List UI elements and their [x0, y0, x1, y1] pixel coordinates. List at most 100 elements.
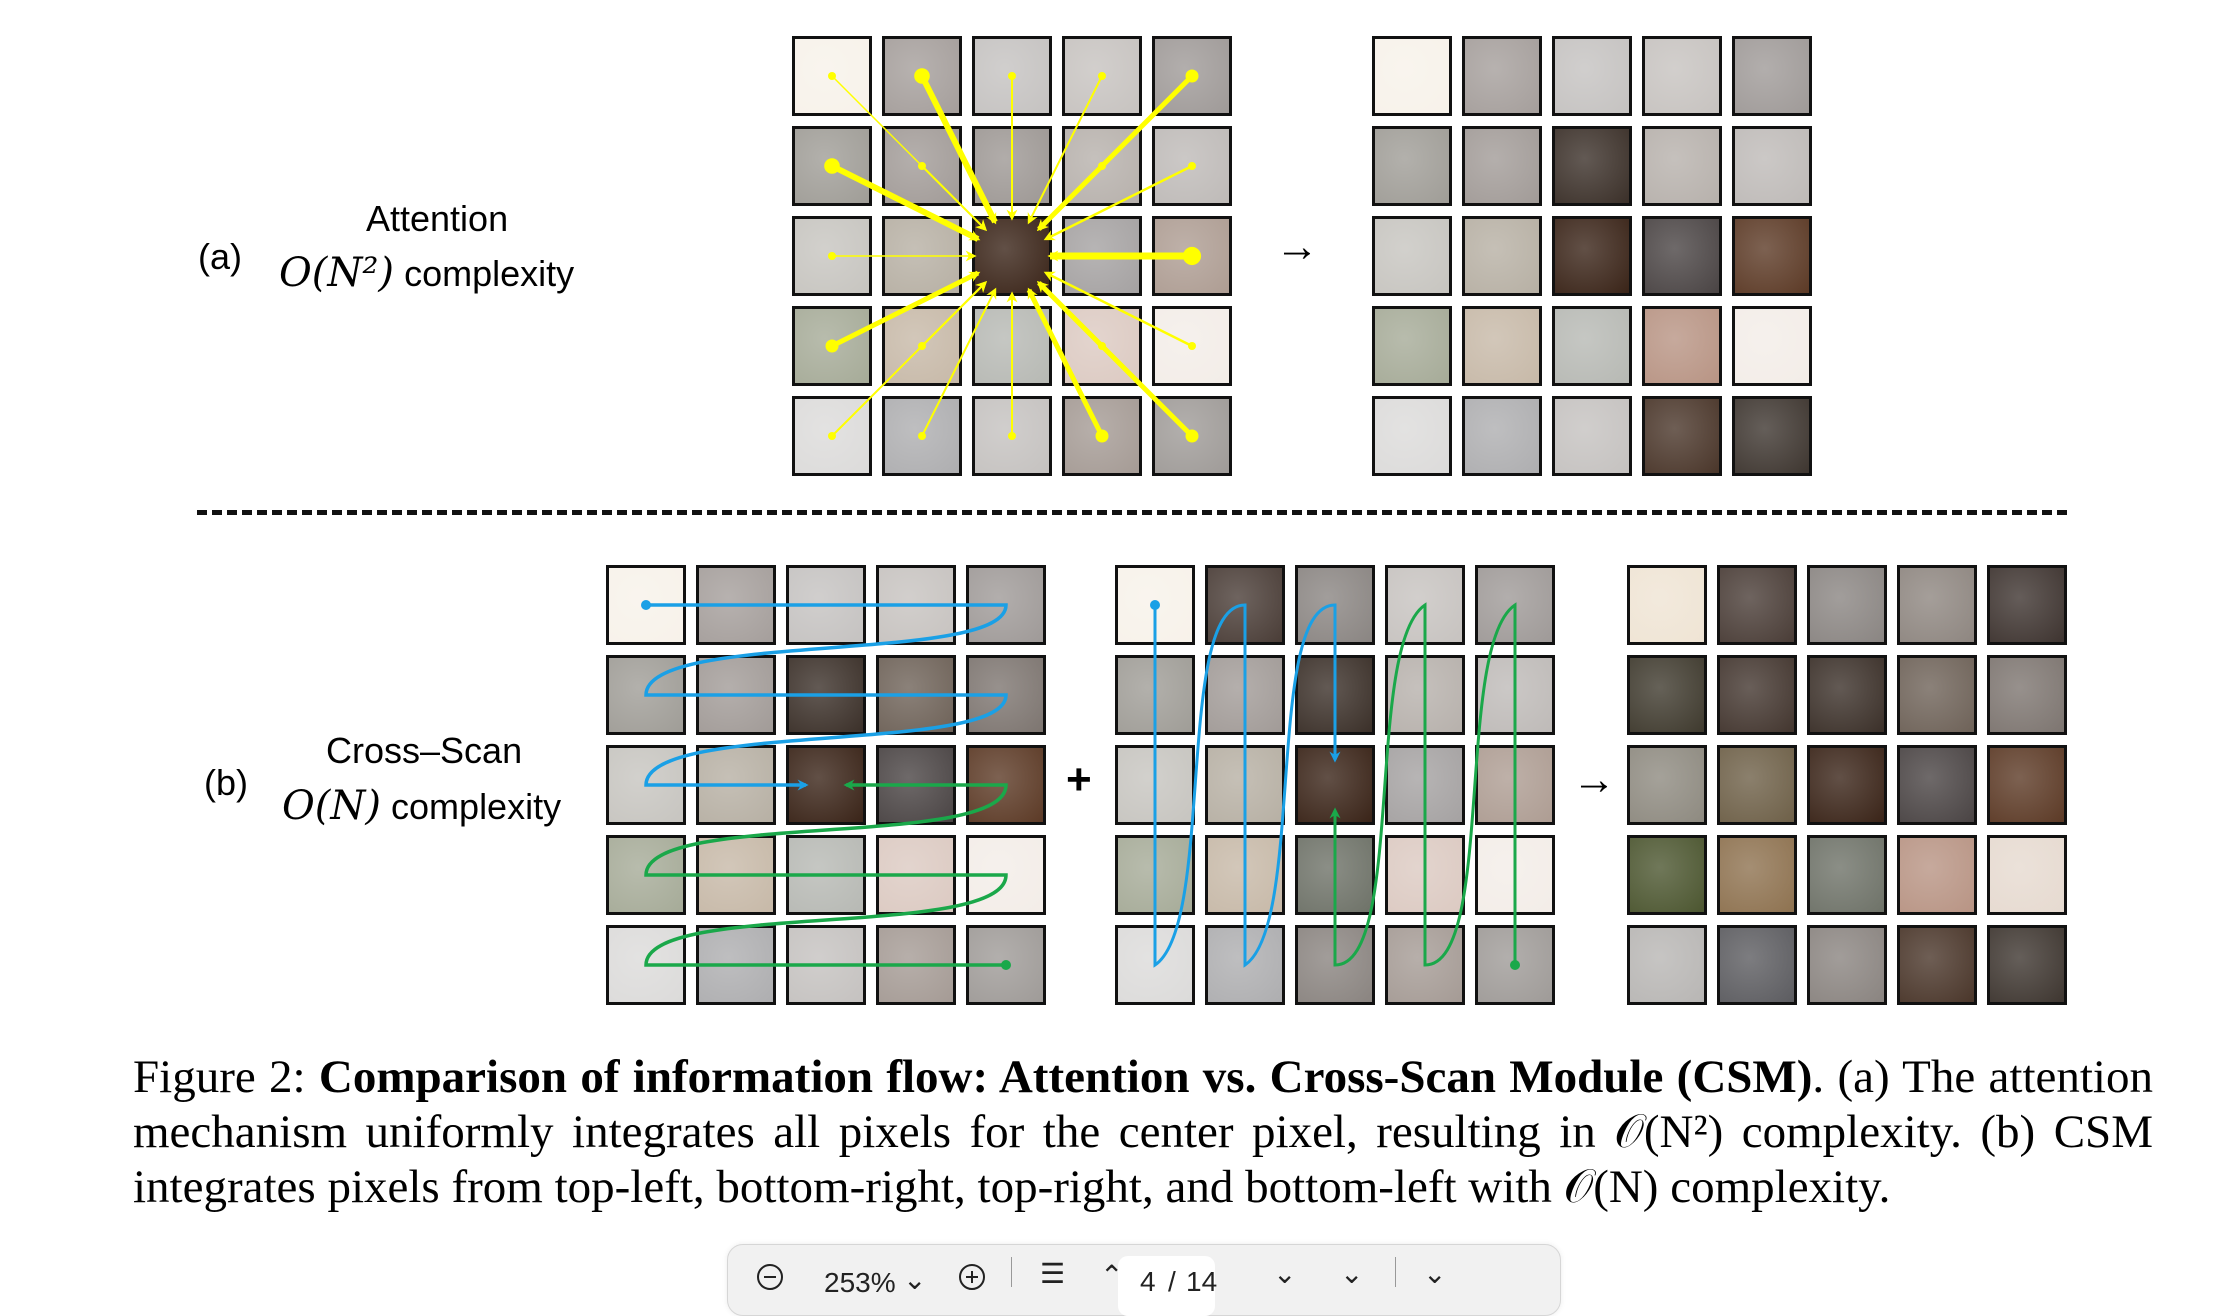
image-patch	[1372, 306, 1452, 386]
attention-arrow	[1027, 75, 1103, 225]
flow-overlay	[641, 600, 1011, 970]
image-patch	[1717, 925, 1797, 1005]
image-patch	[1462, 216, 1542, 296]
source-dot	[828, 72, 836, 80]
image-patch	[1807, 925, 1887, 1005]
zoom-dropdown-icon[interactable]: ⌄	[903, 1264, 927, 1295]
image-patch	[1152, 126, 1232, 206]
image-patch	[1642, 36, 1722, 116]
row-scan-reverse-path	[644, 779, 1008, 967]
flow-overlay	[1627, 565, 2067, 1005]
image-patch	[1717, 655, 1797, 735]
source-dot	[828, 252, 836, 260]
source-dot	[1095, 429, 1109, 443]
image-patch	[1642, 216, 1722, 296]
image-patch	[1642, 396, 1722, 476]
complexity-math: O(N)	[282, 783, 382, 829]
source-dot	[828, 432, 836, 440]
attention-arrow	[1037, 165, 1103, 231]
image-patch	[1627, 745, 1707, 825]
complexity-word: complexity	[391, 786, 562, 827]
caption-body: . (a) The attention mechanism uniformly …	[133, 1051, 2153, 1213]
sidebar-icon[interactable]: ☰	[1040, 1258, 1066, 1289]
complexity-word: complexity	[404, 253, 575, 294]
source-dot	[825, 339, 839, 353]
scan-start-dot	[1001, 960, 1011, 970]
flow-overlay	[1372, 36, 1812, 476]
page-separator: /	[1168, 1266, 1176, 1297]
image-patch	[1062, 396, 1142, 476]
figure-caption: Figure 2: Comparison of information flow…	[133, 1050, 2153, 1215]
column-scan-grid	[1115, 565, 1555, 1005]
source-dot	[1008, 72, 1016, 80]
source-dot	[1008, 432, 1016, 440]
image-patch	[1372, 396, 1452, 476]
image-patch	[1627, 835, 1707, 915]
more-options-icon[interactable]: ⌄	[1423, 1258, 1447, 1289]
image-patch	[1552, 216, 1632, 296]
image-patch	[1732, 36, 1812, 116]
plus-sign: +	[1066, 755, 1092, 804]
image-patch	[1717, 745, 1797, 825]
source-dot	[1188, 342, 1196, 350]
source-dot	[1098, 72, 1106, 80]
image-patch	[792, 126, 872, 206]
image-patch	[792, 36, 872, 116]
image-patch	[1987, 925, 2067, 1005]
attention-arrow	[919, 74, 998, 225]
image-patch	[1807, 565, 1887, 645]
attention-arrow	[1026, 287, 1105, 438]
pdf-toolbar: 253% ⌄ ☰	[727, 1244, 1561, 1316]
next-page-icon[interactable]: ⌄	[1273, 1258, 1297, 1289]
attention-output-grid	[1372, 36, 1812, 476]
image-patch	[1897, 565, 1977, 645]
panel-a-tag: (a)	[198, 236, 242, 277]
panel-b-tag: (b)	[204, 762, 248, 803]
image-patch	[1897, 925, 1977, 1005]
image-patch	[1642, 126, 1722, 206]
image-patch	[1897, 745, 1977, 825]
source-dot	[918, 432, 926, 440]
image-patch	[1732, 216, 1812, 296]
page-number-field[interactable]: 4 / 14	[1118, 1256, 1217, 1316]
last-page-icon[interactable]: ⌄	[1340, 1258, 1364, 1289]
scan-start-dot	[1150, 600, 1160, 610]
attention-arrow	[831, 281, 987, 437]
complexity-math: O(N²)	[279, 250, 395, 296]
page-current[interactable]: 4	[1140, 1266, 1156, 1297]
panel-b-title: Cross–Scan	[326, 730, 523, 771]
image-patch	[1732, 396, 1812, 476]
toolbar-divider	[1011, 1257, 1012, 1287]
panel-a-complexity: O(N²) complexity	[279, 250, 574, 296]
image-patch	[1897, 655, 1977, 735]
zoom-level[interactable]: 253%	[824, 1267, 896, 1298]
image-patch	[1987, 655, 2067, 735]
attention-arrow	[1043, 271, 1193, 348]
flow-overlay	[1150, 600, 1520, 970]
right-arrow: →	[1572, 755, 1616, 804]
image-patch	[1717, 565, 1797, 645]
flow-overlay	[824, 68, 1202, 443]
source-dot	[1185, 429, 1199, 443]
source-dot	[824, 158, 840, 174]
row-scan-grid	[606, 565, 1046, 1005]
image-patch	[1462, 36, 1542, 116]
image-patch	[1897, 835, 1977, 915]
zoom-out-icon[interactable]	[756, 1263, 784, 1298]
right-arrow: →	[1275, 222, 1319, 271]
image-patch	[1807, 655, 1887, 735]
image-patch	[1372, 36, 1452, 116]
image-patch	[1552, 36, 1632, 116]
image-patch	[1987, 565, 2067, 645]
image-patch	[1717, 835, 1797, 915]
column-scan-reverse-path	[1329, 602, 1517, 967]
section-divider	[197, 510, 2067, 515]
attention-arrow	[830, 163, 981, 242]
panel-b-complexity: O(N) complexity	[282, 783, 561, 829]
attention-arrow	[921, 165, 987, 231]
zoom-in-icon[interactable]	[958, 1263, 986, 1298]
attention-input-grid	[792, 36, 1232, 476]
attention-arrow	[830, 270, 981, 349]
toolbar-divider	[1395, 1257, 1396, 1287]
row-scan-forward-path	[644, 603, 1008, 791]
